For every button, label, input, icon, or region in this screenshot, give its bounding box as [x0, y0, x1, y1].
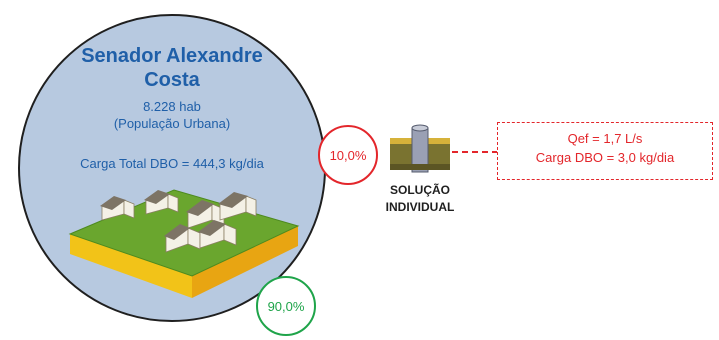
collective-percentage-badge: 90,0%: [256, 276, 316, 336]
septic-tank-icon: [390, 124, 450, 173]
total-load-label: Carga Total DBO = 444,3 kg/dia: [80, 156, 264, 171]
population-label: (População Urbana): [113, 116, 231, 131]
individual-percentage-badge: 10,0%: [318, 125, 378, 185]
solution-label-line2: INDIVIDUAL: [385, 200, 455, 214]
solution-label: SOLUÇÃO INDIVIDUAL: [362, 182, 478, 216]
population-value: 8.228 hab: [143, 99, 201, 114]
solution-label-line1: SOLUÇÃO: [390, 183, 450, 197]
output-box: [497, 122, 713, 180]
connector-line: [452, 151, 497, 153]
city-houses-icon: [68, 189, 300, 298]
effluent-flow-label: Qef = 1,7 L/s: [567, 131, 643, 146]
city-name: Senador Alexandre Costa: [81, 45, 263, 91]
bod-load-label: Carga DBO = 3,0 kg/dia: [535, 150, 675, 165]
